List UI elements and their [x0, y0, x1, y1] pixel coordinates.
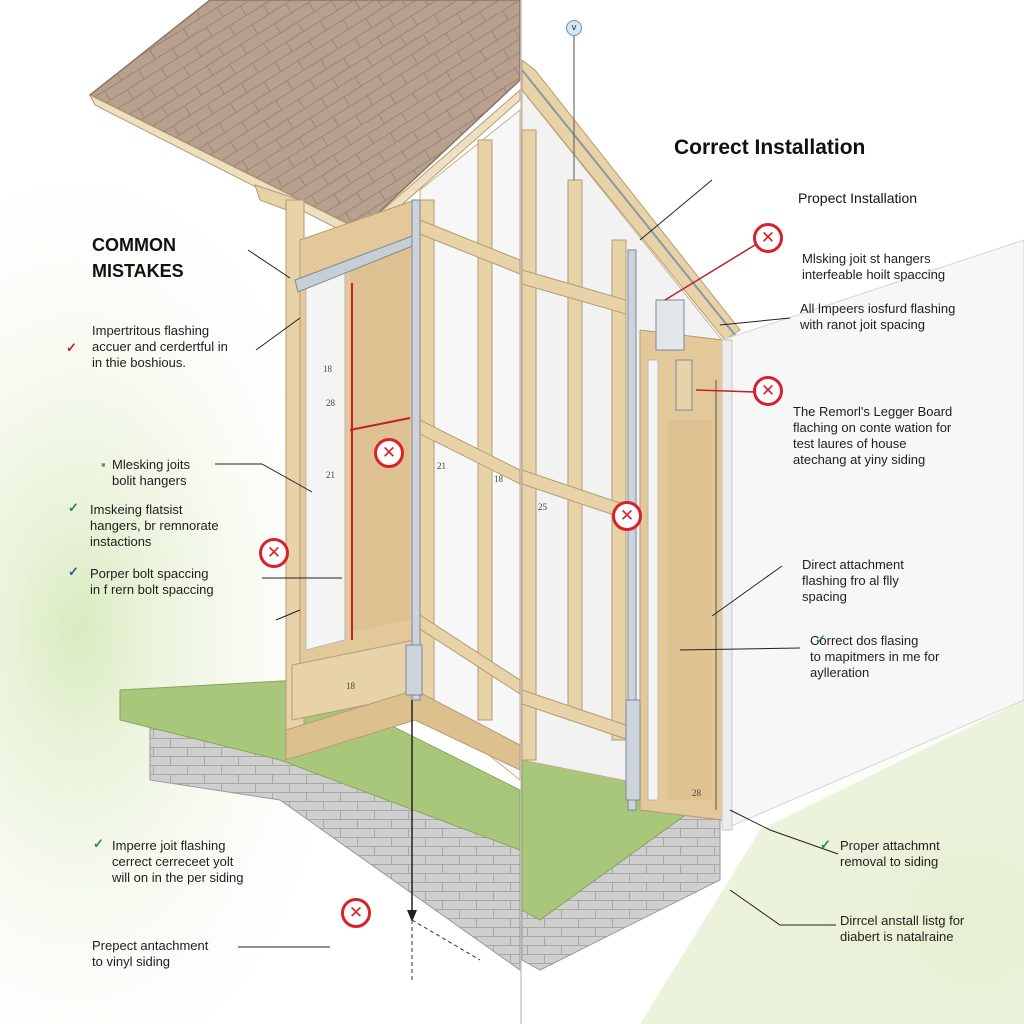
- proper-installation-subtitle: Propect Installation: [798, 190, 918, 206]
- dimension-label: 18: [494, 474, 503, 484]
- check-icon: ✓: [68, 564, 79, 579]
- mistake-x-icon: ✕: [753, 223, 783, 253]
- wall-frame-left: [285, 108, 521, 980]
- dimension-label: 18: [323, 364, 332, 374]
- leader-lines-right: [639, 179, 839, 926]
- check-icon: ✓: [68, 500, 79, 515]
- left-label-5: Imperre joit flashing cerrect cerreceet …: [112, 838, 244, 885]
- leader-lines-left: [215, 249, 342, 948]
- mistake-x-icon: ✕: [259, 538, 289, 568]
- right-label-7: Dirrcel anstall listg for diabert is nat…: [840, 913, 965, 944]
- mistake-x-icon: ✕: [753, 376, 783, 406]
- right-label-2: All lmpeers iosfurd flashing with ranot …: [800, 301, 956, 332]
- correct-installation-title: Correct Installation: [674, 136, 866, 159]
- dimension-label: 25: [538, 502, 547, 512]
- mistake-x-icon: ✕: [612, 501, 642, 531]
- left-label-1: Impertritous flashing accuer and cerdert…: [92, 323, 228, 370]
- right-label-1: Mlsking joit st hangers interfeable hoil…: [802, 251, 946, 282]
- bullet-icon: ▪: [101, 457, 106, 472]
- right-label-5: Correct dos flasing to mapitmers in me f…: [810, 633, 940, 680]
- left-label-2: Mlesking joits bolit hangers: [112, 457, 191, 488]
- check-icon: ✓: [66, 340, 77, 355]
- mistake-x-icon: ✕: [374, 438, 404, 468]
- mistake-x-icon: ✕: [341, 898, 371, 928]
- wall-frame-right: [521, 58, 1024, 831]
- left-label-4: Porper bolt spaccing in f rern bolt spac…: [90, 566, 214, 597]
- left-label-3: Imskeing flatsist hangers, br remnorate …: [90, 502, 219, 549]
- check-icon: ✓: [93, 836, 104, 851]
- left-label-6: Prepect antachment to vinyl siding: [92, 938, 209, 969]
- dimension-label: 18: [346, 681, 355, 691]
- right-label-3: The Remorl's Legger Board flaching on co…: [793, 404, 953, 467]
- dimension-label: 28: [326, 398, 335, 408]
- top-marker: v: [566, 20, 582, 36]
- dimension-label: 21: [326, 470, 335, 480]
- dimension-label: 28: [692, 788, 701, 798]
- check-icon: ✓: [815, 632, 826, 647]
- right-label-4: Direct attachment flashing fro al flly s…: [802, 557, 904, 604]
- common-mistakes-heading: COMMON MISTAKES: [92, 235, 184, 281]
- dimension-label: 21: [437, 461, 446, 471]
- right-label-6: Proper attachmnt removal to siding: [840, 838, 940, 869]
- check-icon: ✓: [820, 837, 831, 852]
